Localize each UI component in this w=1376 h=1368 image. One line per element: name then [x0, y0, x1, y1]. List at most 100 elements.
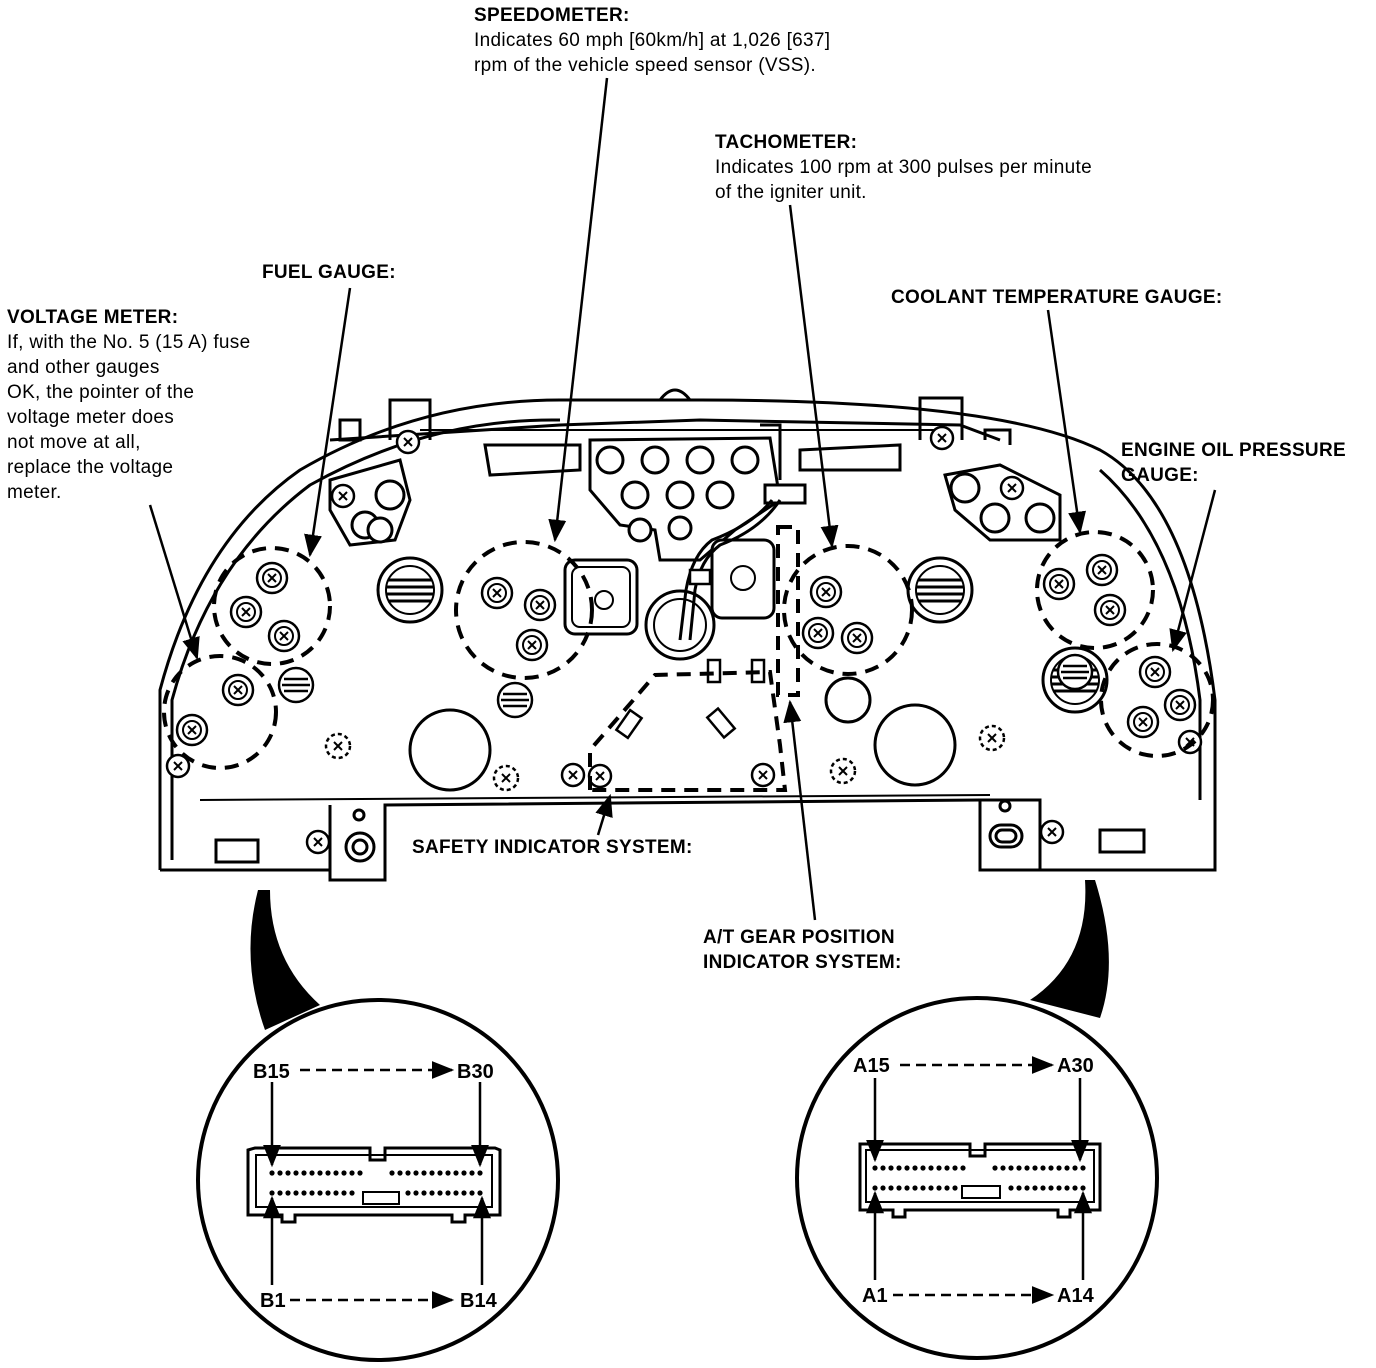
highlight-areas — [162, 525, 1215, 792]
pin-label-a1: A1 — [862, 1285, 888, 1307]
connector-b-detail: B15 B30 B1 B14 — [196, 998, 560, 1362]
cluster-housing — [158, 388, 1217, 882]
connector-pin — [1008, 1185, 1014, 1191]
voltage-meter-desc-1: If, with the No. 5 (15 A) fuse — [7, 332, 251, 353]
connector-pin — [920, 1165, 926, 1171]
connector-pin — [1048, 1185, 1054, 1191]
connector-pin — [1024, 1185, 1030, 1191]
callout-funnels — [250, 880, 1109, 1030]
voltage-meter-desc-3: OK, the pointer of the — [7, 382, 195, 403]
connector-pin — [445, 1190, 451, 1196]
connector-pin — [1056, 1185, 1062, 1191]
connector-pin — [992, 1165, 998, 1171]
connector-pin — [453, 1170, 459, 1176]
voltage-meter-desc-5: not move at all, — [7, 432, 141, 453]
connector-pin — [936, 1185, 942, 1191]
connector-pin — [277, 1190, 283, 1196]
voltage-meter-title: VOLTAGE METER: — [7, 307, 179, 328]
connector-pin — [421, 1170, 427, 1176]
connector-pin — [1024, 1165, 1030, 1171]
connector-pin — [1032, 1185, 1038, 1191]
connector-pin — [1056, 1165, 1062, 1171]
speedometer-desc-2: rpm of the vehicle speed sensor (VSS). — [474, 55, 816, 76]
connector-pin — [413, 1190, 419, 1196]
connector-pin — [952, 1185, 958, 1191]
speedometer-title: SPEEDOMETER: — [474, 5, 630, 26]
tachometer-label: TACHOMETER: Indicates 100 rpm at 300 pul… — [715, 130, 1092, 205]
connector-pin — [277, 1170, 283, 1176]
tachometer-area — [782, 544, 914, 676]
connector-pin — [1080, 1165, 1086, 1171]
at-gear-position-title-2: INDICATOR SYSTEM: — [703, 952, 902, 973]
tachometer-title: TACHOMETER: — [715, 132, 858, 153]
connector-pin — [477, 1190, 483, 1196]
connector-pin — [904, 1185, 910, 1191]
connector-pin — [920, 1185, 926, 1191]
connector-pin — [333, 1190, 339, 1196]
tachometer-desc-1: Indicates 100 rpm at 300 pulses per minu… — [715, 157, 1092, 178]
connector-pin — [429, 1190, 435, 1196]
at-gear-area — [776, 525, 800, 697]
connector-pin — [896, 1165, 902, 1171]
connector-pin — [1016, 1185, 1022, 1191]
connector-pin — [349, 1170, 355, 1176]
connector-pin — [293, 1190, 299, 1196]
connector-pin — [405, 1190, 411, 1196]
connector-pin — [405, 1170, 411, 1176]
pin-label-a30: A30 — [1057, 1055, 1094, 1077]
coolant-gauge-area — [1035, 530, 1155, 650]
connector-b-pins — [269, 1170, 483, 1196]
connector-pin — [317, 1190, 323, 1196]
connector-pin — [301, 1190, 307, 1196]
connector-pin — [944, 1185, 950, 1191]
connector-pin — [1072, 1185, 1078, 1191]
connector-pin — [325, 1170, 331, 1176]
connector-pin — [453, 1190, 459, 1196]
connector-pin — [285, 1190, 291, 1196]
connector-pin — [872, 1165, 878, 1171]
connector-pin — [477, 1170, 483, 1176]
connector-pin — [1008, 1165, 1014, 1171]
connector-a-detail: A15 A30 A1 A14 — [795, 996, 1159, 1360]
speedometer-area — [454, 540, 594, 680]
connector-pin — [301, 1170, 307, 1176]
coolant-temperature-label: COOLANT TEMPERATURE GAUGE: — [891, 285, 1223, 310]
voltage-meter-desc-2: and other gauges — [7, 357, 160, 378]
connector-pin — [461, 1190, 467, 1196]
fuel-gauge-title: FUEL GAUGE: — [262, 262, 396, 283]
connector-pin — [1064, 1165, 1070, 1171]
connector-pin — [413, 1170, 419, 1176]
connector-pin — [269, 1190, 275, 1196]
pin-label-b30: B30 — [457, 1061, 494, 1083]
connector-a-housing — [858, 1142, 1102, 1219]
connector-pin — [1064, 1185, 1070, 1191]
connector-pin — [1040, 1185, 1046, 1191]
voltage-meter-desc-4: voltage meter does — [7, 407, 174, 428]
connector-pin — [389, 1170, 395, 1176]
fuel-gauge-label: FUEL GAUGE: — [262, 260, 396, 285]
connector-pin — [888, 1185, 894, 1191]
connector-pin — [421, 1190, 427, 1196]
at-gear-position-label: A/T GEAR POSITION INDICATOR SYSTEM: — [703, 925, 902, 975]
oil-pressure-area — [1099, 642, 1215, 758]
safety-indicator-title: SAFETY INDICATOR SYSTEM: — [412, 837, 693, 858]
connector-a-pins — [872, 1165, 1086, 1191]
voltage-meter-desc-6: replace the voltage — [7, 457, 174, 478]
connector-pin — [269, 1170, 275, 1176]
connector-pin — [309, 1190, 315, 1196]
pin-label-b15: B15 — [253, 1061, 290, 1083]
engine-oil-pressure-title-1: ENGINE OIL PRESSURE — [1121, 440, 1346, 461]
connector-pin — [469, 1170, 475, 1176]
fuel-gauge-area — [212, 546, 332, 666]
connector-pin — [1048, 1165, 1054, 1171]
left-indicator-block — [328, 458, 412, 547]
at-gear-position-title-1: A/T GEAR POSITION — [703, 927, 895, 948]
connector-pin — [944, 1165, 950, 1171]
connector-pin — [960, 1165, 966, 1171]
leader-lines — [148, 77, 1217, 921]
connector-pin — [896, 1185, 902, 1191]
connector-pin — [1032, 1165, 1038, 1171]
connector-pin — [357, 1170, 363, 1176]
connector-pin — [1080, 1185, 1086, 1191]
pin-label-b1: B1 — [260, 1290, 286, 1312]
